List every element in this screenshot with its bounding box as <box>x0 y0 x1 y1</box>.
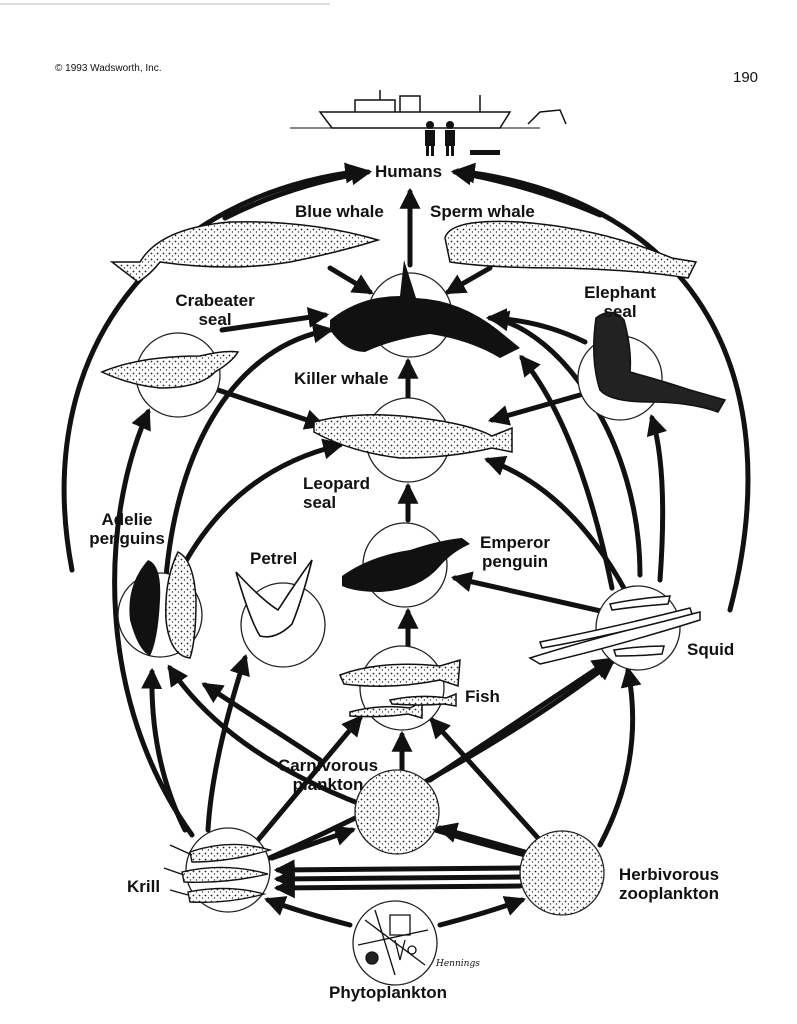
arrow-zoo-adelie <box>167 664 528 858</box>
herbivorous-zooplankton-circle <box>519 830 605 916</box>
arrow-krill-adelie <box>141 667 188 833</box>
arrow-spermwhale-killerwhale <box>444 265 493 295</box>
label-elephant-seal: Elephant seal <box>584 283 656 321</box>
arrow-krill-squid <box>262 659 616 863</box>
label-sperm-whale: Sperm whale <box>430 202 535 221</box>
arrow-bluewhale-killerwhale <box>327 265 374 295</box>
label-petrel: Petrel <box>250 549 298 568</box>
arrow-krill-carniv <box>269 825 356 861</box>
arrow-squid-leopard <box>484 455 628 593</box>
arrow-zoo-squid <box>597 665 642 848</box>
arrow-phyto-krill <box>264 896 353 928</box>
label-herbivorous-zooplankton: Herbivorous zooplankton <box>618 865 720 903</box>
label-phytoplankton: Phytoplankton <box>329 983 448 1002</box>
label-humans: Humans <box>375 162 443 181</box>
emperor-penguin-illustration <box>342 538 470 592</box>
arrow-zoo-krill-2 <box>273 868 523 890</box>
arrow-zoo-krill-1 <box>273 859 523 881</box>
carnivorous-plankton-circle <box>354 769 440 855</box>
label-krill: Krill <box>127 877 161 896</box>
squid-illustration <box>528 595 701 665</box>
arrow-zoo-fish <box>429 716 541 841</box>
copyright-notice: © 1993 Wadsworth, Inc. <box>55 63 162 74</box>
petrel-illustration <box>235 559 313 638</box>
label-leopard-seal: Leopard seal <box>303 474 371 512</box>
arrow-adelie-killerwhale <box>162 322 335 593</box>
arrow-squid-elephantseal-2 <box>519 354 615 591</box>
arrow-crabeater-killerwhale <box>219 307 330 333</box>
arrow-crabeater-leopard <box>215 387 326 430</box>
artist-signature: Hennings <box>436 959 480 969</box>
sperm-whale-illustration <box>444 220 698 279</box>
krill-illustration <box>163 843 273 903</box>
label-squid: Squid <box>687 640 735 659</box>
label-fish: Fish <box>465 687 500 706</box>
crabeater-seal-illustration <box>100 350 240 389</box>
blue-whale-illustration <box>109 221 381 283</box>
arrow-zoo-krill-3 <box>273 877 523 899</box>
label-adelie-penguins: Adelie penguins <box>89 510 165 548</box>
label-crabeater-seal: Crabeater seal <box>175 291 255 329</box>
arrow-elephantseal-leopard <box>487 392 583 426</box>
arrow-carniv-adelie <box>201 682 323 763</box>
elephant-seal-illustration <box>593 311 727 413</box>
label-carnivorous-plankton: Carnivorous plankton <box>277 756 379 794</box>
arrow-squid-emperor <box>450 571 608 615</box>
arrow-squid-elephantseal <box>646 413 667 583</box>
adelie-penguins-illustration <box>129 550 197 659</box>
page-number: 190 <box>733 69 759 86</box>
arrow-outer-left-humans <box>61 162 367 573</box>
arrow-phyto-zoo <box>437 896 526 928</box>
humans-figures <box>425 121 500 156</box>
label-killer-whale: Killer whale <box>294 369 389 388</box>
fish-illustration <box>338 658 461 719</box>
phytoplankton-illustration <box>357 909 429 976</box>
arrow-outer-right-humans <box>453 162 751 613</box>
arrow-adelie-leopard <box>179 438 345 571</box>
label-blue-whale: Blue whale <box>295 202 384 221</box>
arrow-zoo-carniv <box>435 822 528 855</box>
arrow-krill-crabeater <box>112 408 195 838</box>
leopard-seal-illustration <box>313 414 513 459</box>
arrow-krill-petrel <box>205 654 250 833</box>
ship-illustration <box>290 90 567 129</box>
label-emperor-penguin: Emperor penguin <box>480 533 550 571</box>
killer-whale-illustration <box>330 260 520 358</box>
